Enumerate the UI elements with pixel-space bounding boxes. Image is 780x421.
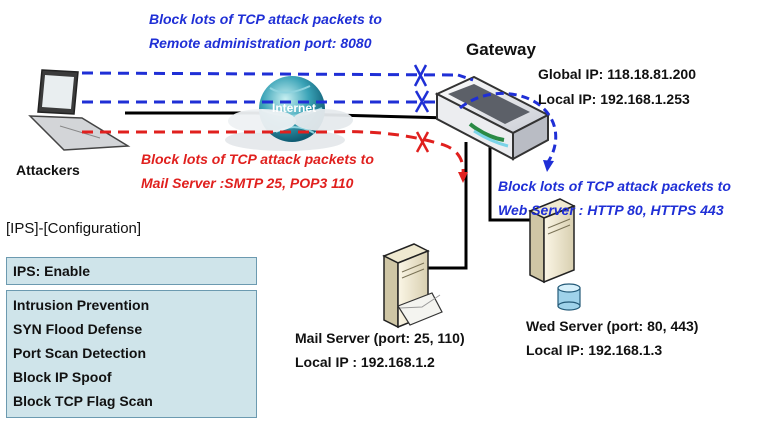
ips-option-item: SYN Flood Defense — [13, 321, 143, 337]
mail-server-label: Mail Server (port: 25, 110) — [295, 330, 465, 346]
gateway-local-ip: Local IP: 192.168.1.253 — [538, 91, 690, 107]
gateway-title: Gateway — [466, 40, 536, 59]
gateway-global-ip: Global IP: 118.18.81.200 — [538, 66, 696, 82]
laptop-icon — [28, 69, 131, 151]
web-server-icon — [528, 198, 581, 311]
mail-caption-line-1: Block lots of TCP attack packets to — [141, 151, 374, 167]
remote-admin-caption-line-1: Block lots of TCP attack packets to — [149, 11, 382, 27]
internet-label: Internet — [272, 101, 317, 115]
ips-status-text: IPS: Enable — [13, 263, 91, 279]
blocked-x-icon — [415, 131, 430, 153]
remote-admin-attack-path — [81, 71, 474, 82]
web-server-label: Wed Server (port: 80, 443) — [526, 318, 699, 334]
database-icon — [557, 283, 581, 311]
ips-option-item: Block IP Spoof — [13, 369, 112, 385]
ips-option-item: Intrusion Prevention — [13, 297, 150, 313]
internet-globe-icon — [225, 76, 353, 151]
mail-server-icon — [382, 243, 443, 329]
remote-admin-caption-line-2: Remote administration port: 8080 — [149, 35, 372, 51]
ips-option-item: Block TCP Flag Scan — [13, 393, 153, 409]
ips-option-item: Port Scan Detection — [13, 345, 147, 361]
mail-caption-line-2: Mail Server :SMTP 25, POP3 110 — [141, 175, 354, 191]
ips-status-box: IPS: Enable — [6, 257, 257, 285]
attackers-label: Attackers — [16, 162, 80, 178]
web-caption-line-2: Web Server : HTTP 80, HTTPS 443 — [498, 202, 724, 218]
web-caption-line-1: Block lots of TCP attack packets to — [498, 178, 731, 194]
mail-server-ip: Local IP : 192.168.1.2 — [295, 354, 435, 370]
gateway-device-icon — [434, 75, 551, 161]
ips-options-list: Intrusion Prevention SYN Flood Defense P… — [6, 290, 257, 418]
mail-attack-path — [82, 130, 468, 183]
blocked-x-icon — [413, 64, 428, 87]
blocked-x-icon — [414, 90, 430, 113]
ips-config-title: [IPS]-[Configuration] — [6, 220, 142, 237]
web-server-ip: Local IP: 192.168.1.3 — [526, 342, 663, 358]
web-attack-path — [82, 92, 558, 172]
